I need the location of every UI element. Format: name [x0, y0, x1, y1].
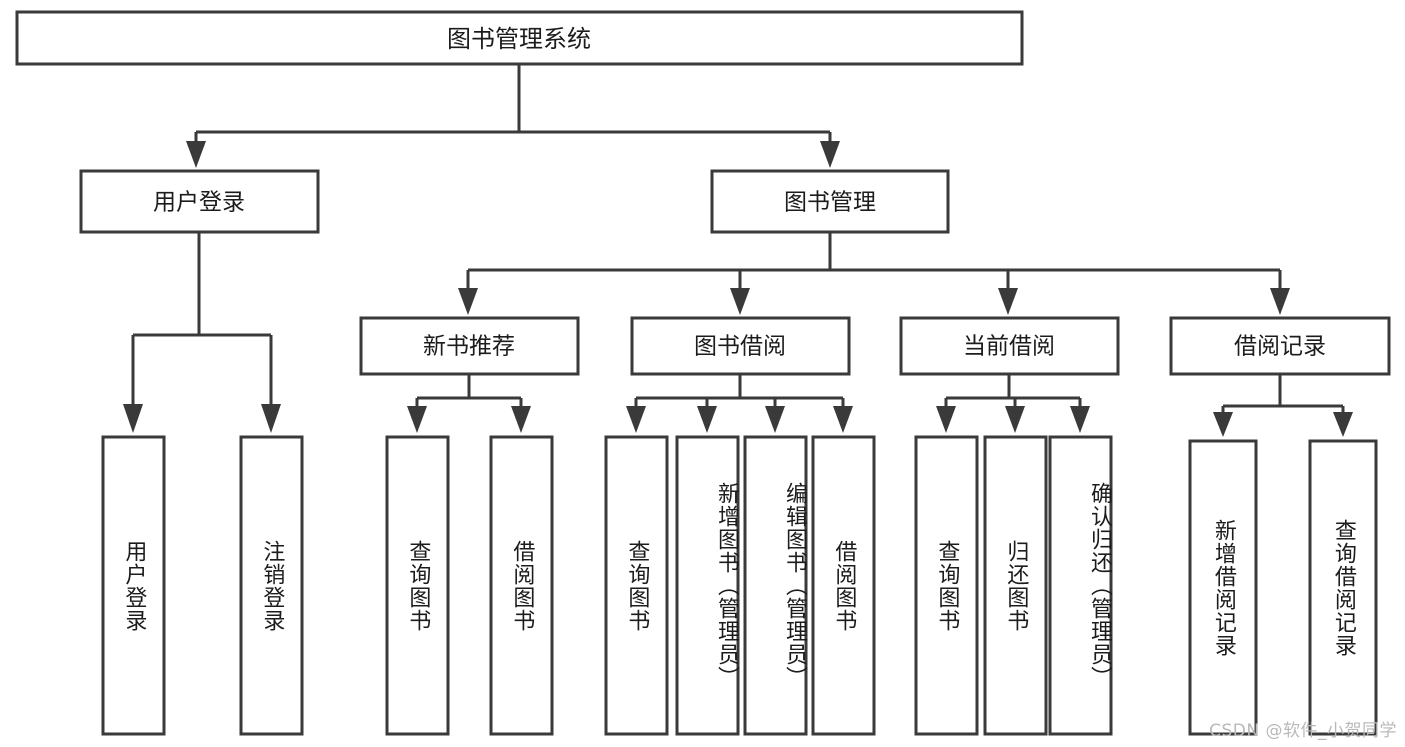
arrow-user-login-leaf-1 [123, 404, 143, 433]
leaf-box-new-book-1[interactable] [385, 435, 450, 736]
node-current-borrow-box[interactable] [899, 316, 1120, 376]
arrow-current-borrow-leaf-1 [936, 406, 956, 433]
arrow-borrow-record-leaf-2 [1333, 412, 1353, 437]
node-root-box[interactable] [15, 10, 1024, 66]
arrow-to-current-borrow [998, 288, 1018, 315]
node-book-management-box[interactable] [710, 169, 950, 234]
leaf-box-current-borrow-2[interactable] [983, 435, 1048, 736]
node-book-management[interactable]: 图书管理 [710, 169, 950, 234]
arrow-to-book-management [820, 141, 840, 168]
leaf-box-user-login-1[interactable] [101, 435, 166, 736]
arrow-to-book-borrow [730, 288, 750, 315]
node-root[interactable]: 图书管理系统 [15, 10, 1024, 66]
leaf-box-book-borrow-4[interactable] [811, 435, 876, 736]
node-book-borrow-label: 图书借阅 [694, 334, 786, 360]
leaf-box-new-book-2[interactable] [489, 435, 554, 736]
node-current-borrow-label: 当前借阅 [963, 334, 1055, 360]
arrow-current-borrow-leaf-3 [1070, 406, 1090, 433]
leaf-box-borrow-record-1[interactable] [1188, 439, 1258, 736]
node-user-login[interactable]: 用户登录 [79, 169, 320, 234]
arrow-to-user-login [186, 141, 206, 168]
arrow-borrow-record-leaf-1 [1213, 412, 1233, 437]
arrow-user-login-leaf-2 [261, 404, 281, 433]
arrow-to-new-book-recommend [458, 288, 478, 315]
arrow-book-borrow-leaf-1 [626, 406, 646, 433]
arrow-to-borrow-record [1270, 288, 1290, 315]
leaf-box-book-borrow-2[interactable] [675, 435, 740, 736]
node-borrow-record-box[interactable] [1169, 316, 1391, 376]
node-new-book-recommend-label: 新书推荐 [423, 334, 515, 360]
node-root-label: 图书管理系统 [447, 25, 591, 53]
node-user-login-label: 用户登录 [153, 190, 245, 216]
node-borrow-record-label: 借阅记录 [1234, 334, 1326, 360]
leaf-box-book-borrow-3[interactable] [743, 435, 808, 736]
arrow-book-borrow-leaf-4 [833, 406, 853, 433]
arrow-book-borrow-leaf-3 [765, 406, 785, 433]
node-new-book-recommend-box[interactable] [359, 316, 580, 376]
node-book-management-label: 图书管理 [784, 190, 876, 216]
arrow-current-borrow-leaf-2 [1005, 406, 1025, 433]
leaf-box-current-borrow-1[interactable] [914, 435, 979, 736]
arrow-book-borrow-leaf-2 [697, 406, 717, 433]
arrow-new-book-leaf-2 [511, 406, 531, 433]
node-borrow-record[interactable]: 借阅记录 [1169, 316, 1391, 376]
leaf-box-current-borrow-3[interactable] [1048, 435, 1113, 736]
arrow-new-book-leaf-1 [407, 406, 427, 433]
node-book-borrow[interactable]: 图书借阅 [630, 316, 851, 376]
leaf-box-user-login-2[interactable] [239, 435, 304, 736]
csdn-watermark: CSDN @软件_小贺同学 [1209, 721, 1397, 741]
node-book-borrow-box[interactable] [630, 316, 851, 376]
node-current-borrow[interactable]: 当前借阅 [899, 316, 1120, 376]
leaf-box-book-borrow-1[interactable] [604, 435, 669, 736]
leaf-box-borrow-record-2[interactable] [1308, 439, 1378, 736]
node-new-book-recommend[interactable]: 新书推荐 [359, 316, 580, 376]
